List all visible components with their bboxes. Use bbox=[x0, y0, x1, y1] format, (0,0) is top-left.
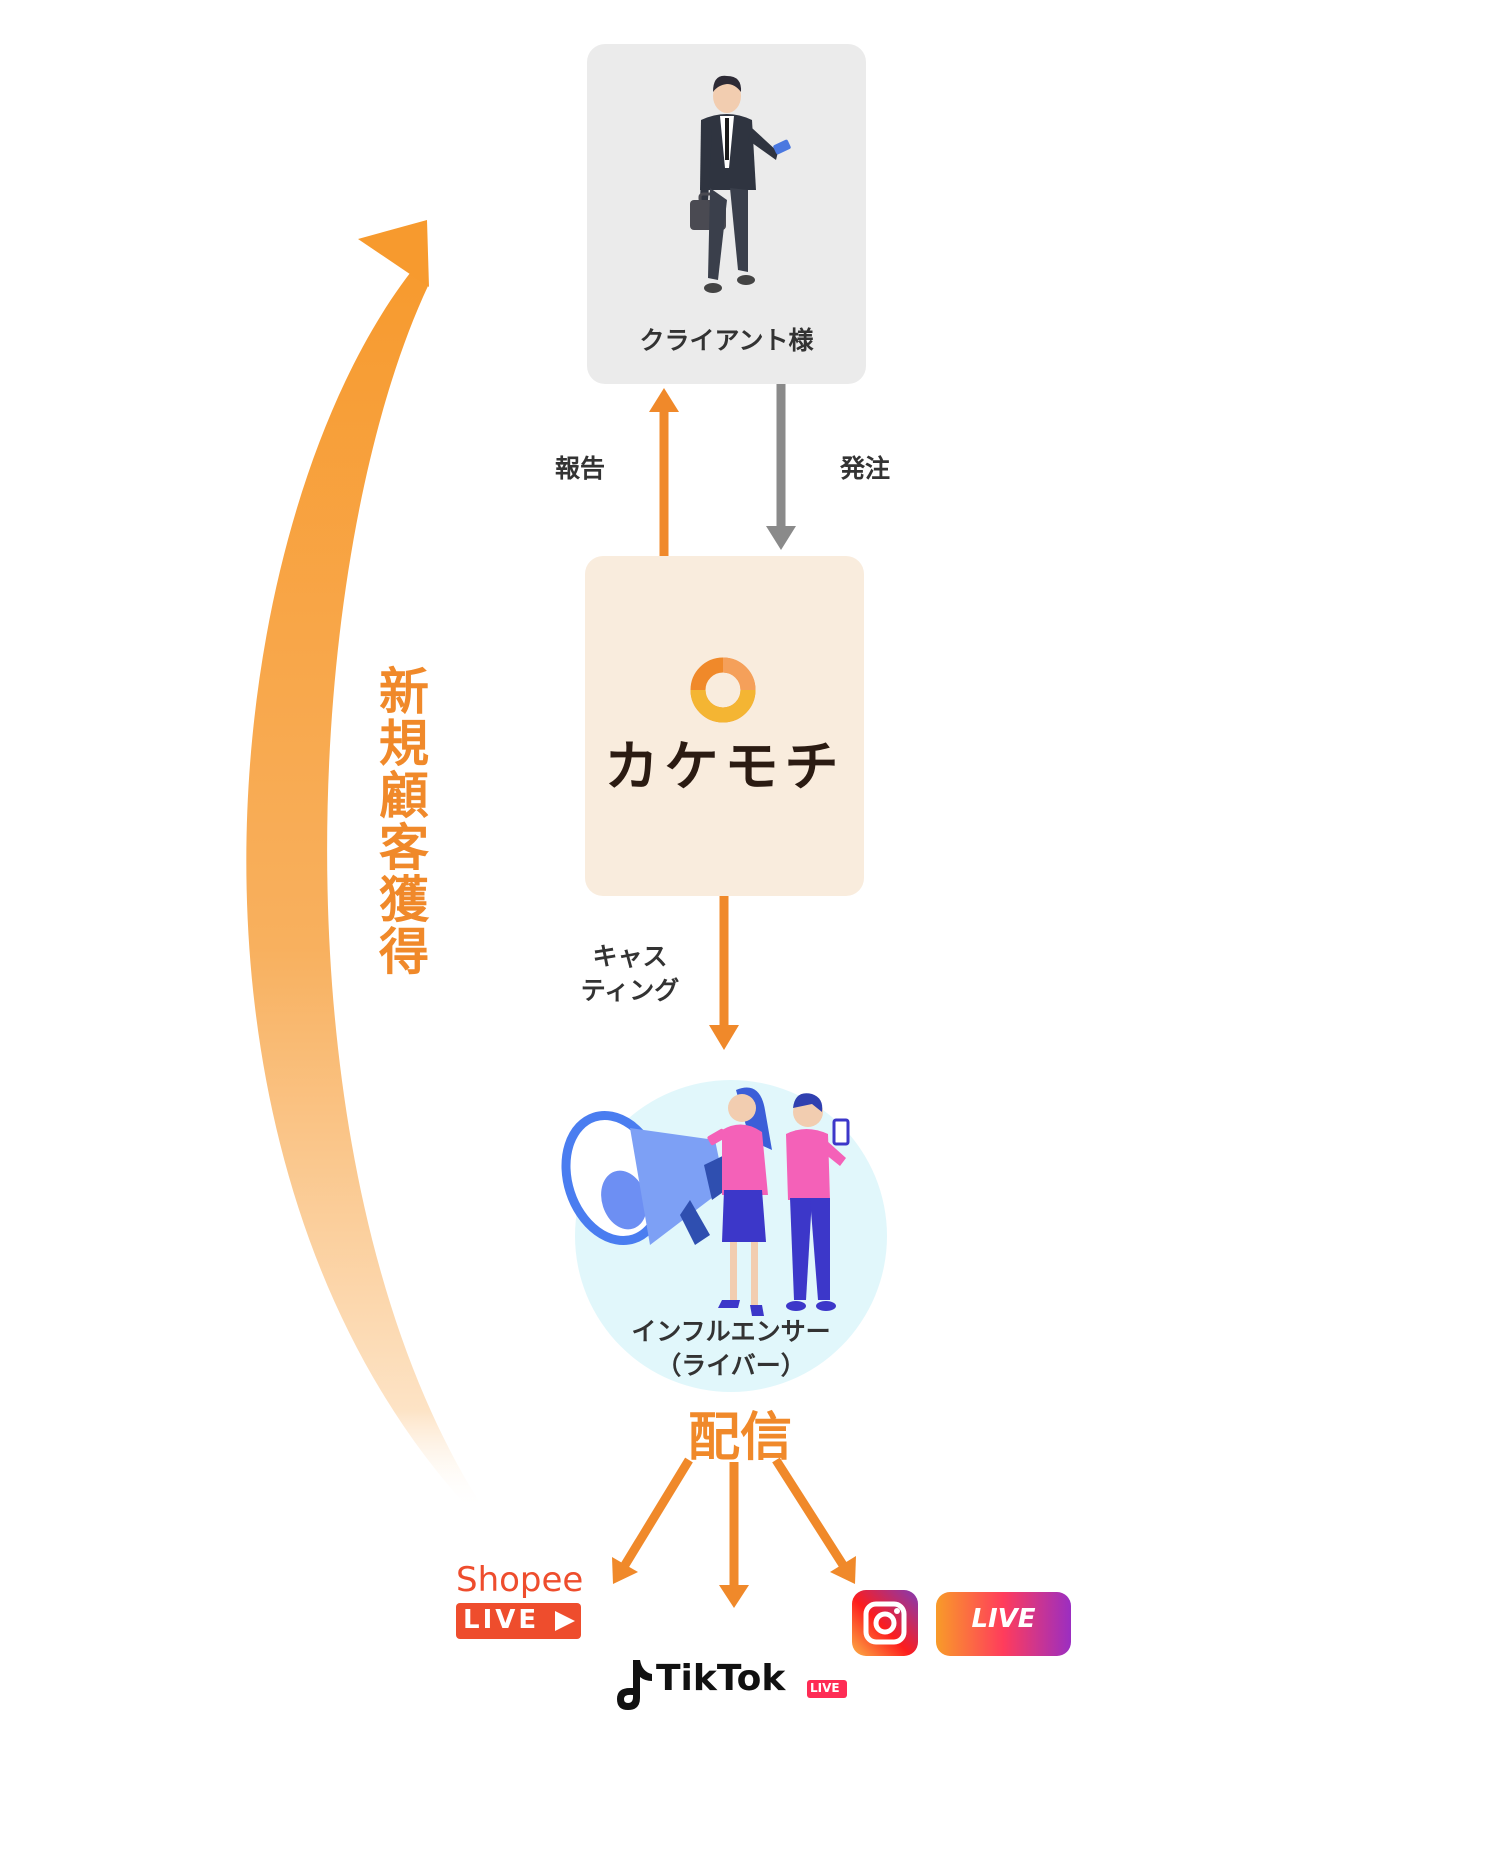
casting-label-line2: ティング bbox=[580, 975, 680, 1005]
instagram-live-text: LIVE bbox=[971, 1604, 1036, 1634]
report-label: 報告 bbox=[554, 454, 605, 483]
broadcast-arrowhead-tiktok bbox=[719, 1585, 749, 1608]
kakemochi-logo-mark bbox=[690, 657, 756, 723]
new-customer-arrowhead bbox=[358, 220, 429, 287]
order-arrowhead bbox=[766, 526, 796, 550]
businessman-illustration bbox=[690, 75, 791, 293]
influencer-label-line1: インフルエンサー bbox=[631, 1317, 831, 1346]
casting-arrowhead bbox=[709, 1025, 739, 1050]
broadcast-arrowhead-instagram bbox=[830, 1556, 856, 1584]
order-label: 発注 bbox=[839, 454, 890, 483]
casting-label: キャス ティング bbox=[555, 940, 705, 1008]
instagram-icon bbox=[852, 1590, 918, 1656]
influencer-label: インフルエンサー （ライバー） bbox=[611, 1315, 851, 1383]
broadcast-arrowhead-shopee bbox=[612, 1557, 638, 1584]
tiktok-wordmark: TikTok bbox=[656, 1658, 786, 1699]
broadcast-label: 配信 bbox=[687, 1408, 792, 1468]
shopee-live-badge bbox=[456, 1603, 581, 1639]
tiktok-live-badge bbox=[807, 1680, 847, 1698]
tiktok-note-icon bbox=[617, 1660, 652, 1710]
new-customer-arrow-shaft bbox=[246, 258, 480, 1510]
broadcast-arrow-shopee bbox=[621, 1457, 693, 1568]
influencer-illustration bbox=[561, 1087, 850, 1316]
shopee-wordmark: Shopee bbox=[456, 1560, 584, 1600]
influencer-label-line2: （ライバー） bbox=[656, 1350, 806, 1380]
client-box bbox=[587, 44, 866, 384]
broadcast-arrow-instagram bbox=[772, 1457, 847, 1568]
tiktok-live-text: LIVE bbox=[810, 1681, 840, 1695]
new-customer-acquisition-label: 新規顧客獲得 bbox=[371, 665, 429, 977]
client-label: クライアント様 bbox=[639, 326, 814, 355]
shopee-live-text: LIVE bbox=[463, 1605, 540, 1635]
report-arrowhead bbox=[649, 388, 679, 412]
instagram-live-badge bbox=[936, 1592, 1071, 1656]
company-box bbox=[585, 556, 864, 896]
casting-label-line1: キャス bbox=[592, 942, 668, 971]
company-logo-text: カケモチ bbox=[604, 735, 845, 798]
